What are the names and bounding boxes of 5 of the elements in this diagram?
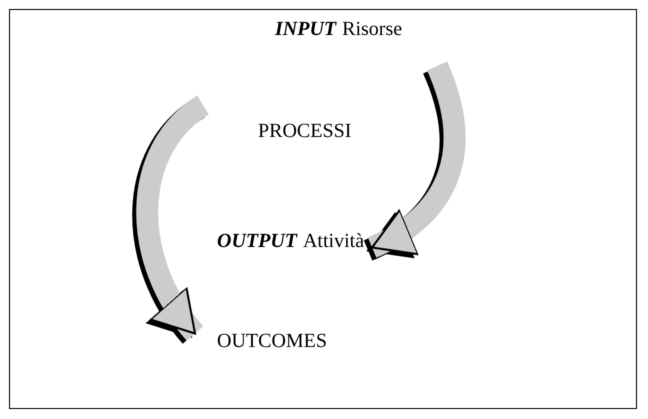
text-label: OUTCOMES	[217, 330, 328, 353]
text-label: OUTPUT Attività	[217, 230, 364, 253]
curved-arrow	[367, 62, 466, 258]
text-label: PROCESSI	[258, 120, 352, 143]
text-label: INPUT Risorse	[275, 18, 402, 41]
